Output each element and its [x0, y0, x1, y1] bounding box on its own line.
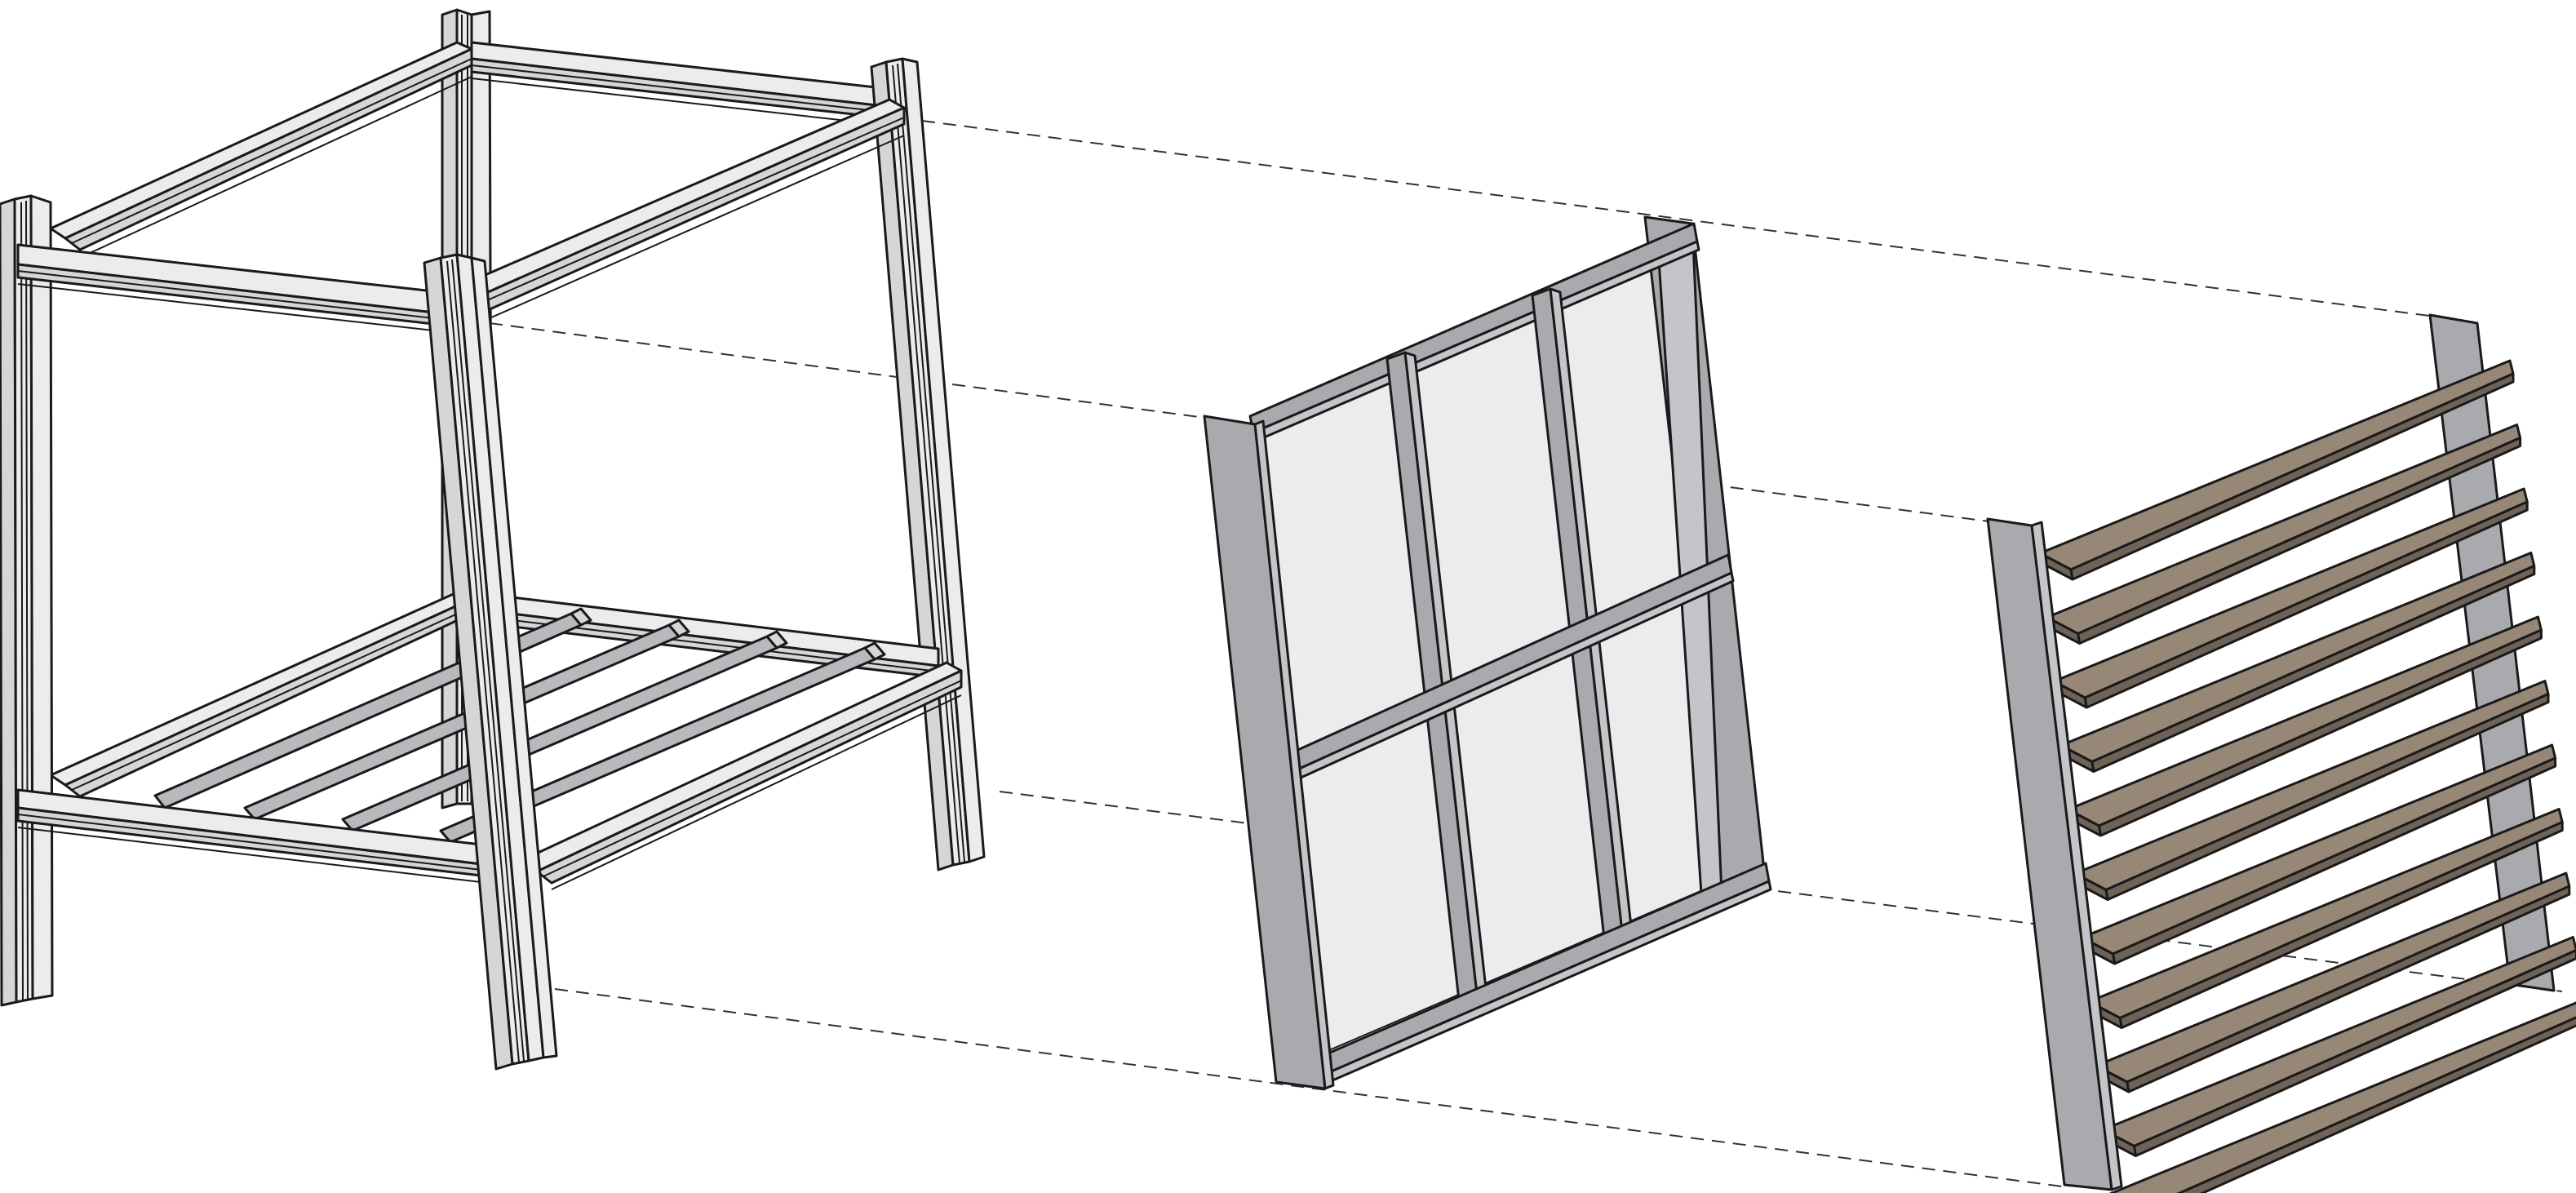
- frame-beam-top-left: [49, 41, 473, 255]
- frame-beam-top-front: [16, 243, 442, 332]
- frame-beam-top-right: [455, 98, 906, 319]
- steel-frame: [0, 8, 986, 1071]
- glazed-wall-panel: [1203, 215, 1772, 1090]
- louvre-board: [2095, 871, 2571, 1093]
- louvre-board: [2087, 808, 2564, 1029]
- louvre-board: [2066, 615, 2543, 837]
- louvre-board: [2108, 1001, 2576, 1193]
- frame-beam-top-back: [470, 41, 899, 127]
- louvre-board: [2081, 743, 2557, 965]
- panel-stud-left: [1203, 415, 1335, 1090]
- louvre-board: [2038, 359, 2515, 581]
- frame-beam-bottom-right: [521, 661, 963, 890]
- guide-line-middle: [999, 791, 2563, 992]
- louvre-board: [2101, 936, 2576, 1157]
- louvre-post-front: [1986, 517, 2123, 1191]
- louvre-board: [2046, 424, 2522, 645]
- louvre-board: [2073, 680, 2550, 901]
- frame-post-front-right: [423, 253, 558, 1071]
- frame-floor-joists: [153, 607, 886, 844]
- frame-post-back-right: [870, 57, 986, 871]
- louvre-boards: [2038, 359, 2576, 1193]
- timber-louvre-panel: [1986, 313, 2576, 1193]
- frame-post-front-left: [0, 194, 54, 1007]
- panel-plate-bottom: [1317, 862, 1772, 1085]
